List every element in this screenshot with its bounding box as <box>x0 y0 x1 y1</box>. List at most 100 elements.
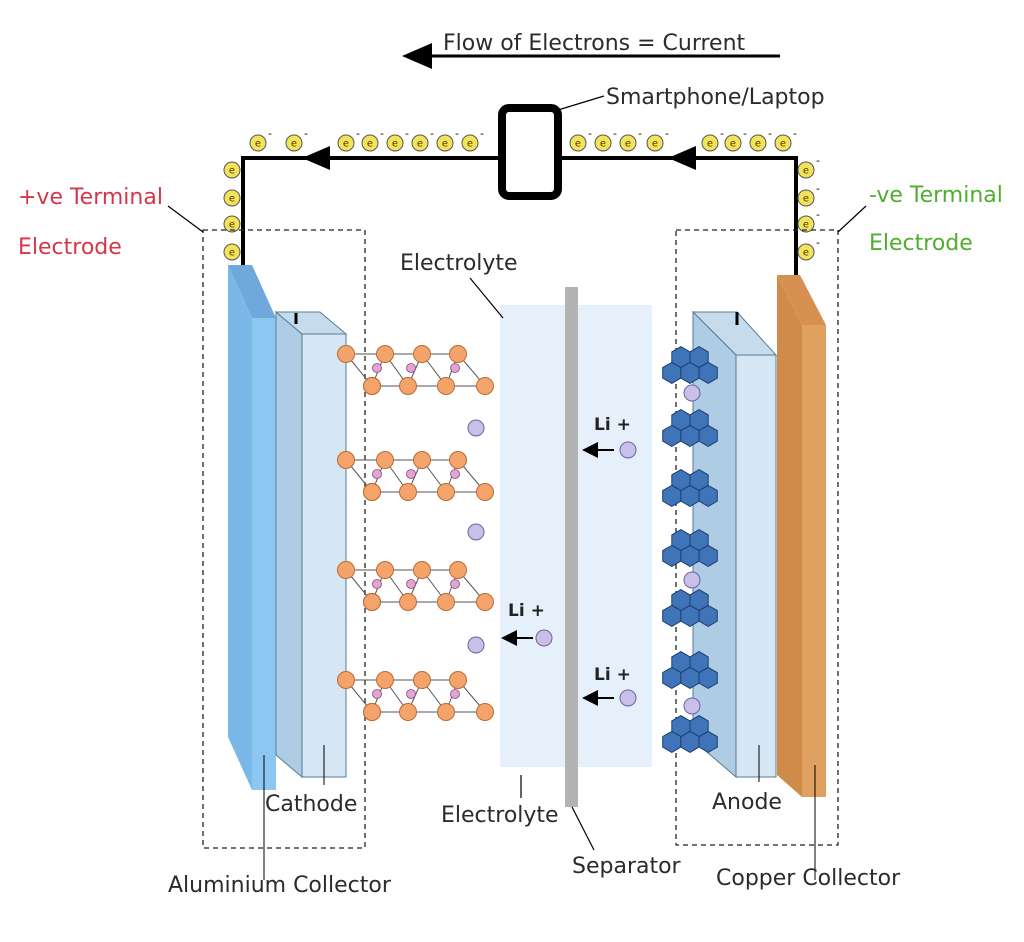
svg-text:e: e <box>467 139 473 150</box>
external-circuit-wire <box>241 146 798 283</box>
electron-icon: e <box>223 215 241 233</box>
electron-group: e-e-e-e-e-e-e-e-e-e-e-e-e-e-e-e-eeeee-e-… <box>223 127 820 261</box>
svg-text:e: e <box>600 139 606 150</box>
svg-text:e: e <box>707 139 713 150</box>
svg-text:e: e <box>343 139 349 150</box>
svg-text:e: e <box>625 139 631 150</box>
lithium-ion <box>619 441 637 459</box>
flow-label: Flow of Electrons = Current <box>443 31 746 56</box>
electron-icon: e- <box>285 127 308 152</box>
electron-icon: e- <box>569 127 592 152</box>
electrolyte-top-label: Electrolyte <box>400 251 518 276</box>
current-flow-arrow <box>402 43 780 69</box>
svg-text:e: e <box>803 220 809 231</box>
copper-collector <box>777 275 826 797</box>
svg-text:e: e <box>229 220 235 231</box>
svg-text:e: e <box>255 139 261 150</box>
smartphone-laptop-device <box>498 104 562 200</box>
electrolyte-top-leader <box>469 277 504 319</box>
cathode-lattice <box>337 671 494 721</box>
electron-icon: e- <box>797 182 820 207</box>
svg-text:-: - <box>380 127 384 140</box>
electron-icon: e- <box>436 127 459 152</box>
separator-leader <box>571 806 595 851</box>
lithium-ion <box>467 523 485 541</box>
svg-text:e: e <box>442 139 448 150</box>
svg-text:-: - <box>268 127 272 140</box>
svg-text:e: e <box>780 139 786 150</box>
separator-label: Separator <box>572 854 682 879</box>
graphite-cluster <box>662 409 718 447</box>
cathode-lattice <box>337 345 494 395</box>
svg-text:e: e <box>229 194 235 205</box>
electron-icon: e- <box>797 236 820 261</box>
positive-electrode-box <box>202 229 366 849</box>
svg-text:-: - <box>768 127 772 140</box>
negative-terminal-label: -ve Terminal <box>869 183 1003 208</box>
electron-icon: e- <box>724 127 747 152</box>
electrolyte-bottom-label: Electrolyte <box>441 803 559 828</box>
svg-text:e: e <box>652 139 658 150</box>
positive-terminal-label: +ve Terminal <box>18 185 163 210</box>
lithium-ion <box>683 384 701 402</box>
graphite-layer-group <box>662 346 718 753</box>
electron-icon: e <box>223 161 241 179</box>
electron-icon: e <box>223 189 241 207</box>
svg-text:e: e <box>730 139 736 150</box>
negative-terminal-leader <box>837 205 867 233</box>
svg-text:-: - <box>816 236 820 249</box>
svg-text:-: - <box>816 208 820 221</box>
svg-text:-: - <box>356 127 360 140</box>
lithium-ion-group <box>467 384 701 715</box>
electron-icon: e- <box>337 127 360 152</box>
svg-text:-: - <box>638 127 642 140</box>
anode-label: Anode <box>712 790 782 815</box>
svg-text:e: e <box>575 139 581 150</box>
lithium-ion <box>467 636 485 654</box>
svg-text:-: - <box>816 154 820 167</box>
svg-text:-: - <box>430 127 434 140</box>
li-ion-migration-2: Li + <box>501 601 545 646</box>
svg-text:e: e <box>417 139 423 150</box>
electron-icon: e- <box>797 208 820 233</box>
svg-text:e: e <box>755 139 761 150</box>
graphite-cluster <box>662 589 718 627</box>
svg-text:-: - <box>720 127 724 140</box>
svg-text:-: - <box>455 127 459 140</box>
svg-text:e: e <box>229 166 235 177</box>
electron-icon: e- <box>619 127 642 152</box>
copper-collector-label: Copper Collector <box>716 866 901 891</box>
device-label: Smartphone/Laptop <box>606 85 825 110</box>
li-ion-migration-3: Li + <box>582 665 631 706</box>
graphite-cluster <box>662 715 718 753</box>
wire-arrow-right <box>668 146 696 170</box>
cathode-lattice <box>337 561 494 611</box>
svg-text:-: - <box>613 127 617 140</box>
positive-terminal-leader <box>167 205 204 233</box>
cathode-label: Cathode <box>265 792 357 817</box>
lithium-ion <box>467 419 485 437</box>
svg-text:-: - <box>480 127 484 140</box>
cathode-lattice-group <box>337 345 494 721</box>
electron-icon: e- <box>361 127 384 152</box>
svg-text:-: - <box>665 127 669 140</box>
electron-icon: e- <box>461 127 484 152</box>
li-ion-label: Li + <box>594 415 631 435</box>
cathode-panel <box>274 310 348 779</box>
aluminium-collector <box>228 265 276 790</box>
wire-arrow-left <box>302 146 330 170</box>
lithium-ion <box>683 571 701 589</box>
electron-icon: e- <box>749 127 772 152</box>
svg-text:-: - <box>793 127 797 140</box>
li-ion-migration-1: Li + <box>582 415 631 458</box>
electron-icon: e- <box>774 127 797 152</box>
electron-icon: e- <box>386 127 409 152</box>
svg-text:e: e <box>367 139 373 150</box>
svg-text:e: e <box>229 248 235 259</box>
li-ion-label: Li + <box>594 665 631 685</box>
cathode-lattice <box>337 451 494 501</box>
li-ion-label: Li + <box>508 601 545 621</box>
svg-text:-: - <box>304 127 308 140</box>
electron-icon: e <box>223 243 241 261</box>
